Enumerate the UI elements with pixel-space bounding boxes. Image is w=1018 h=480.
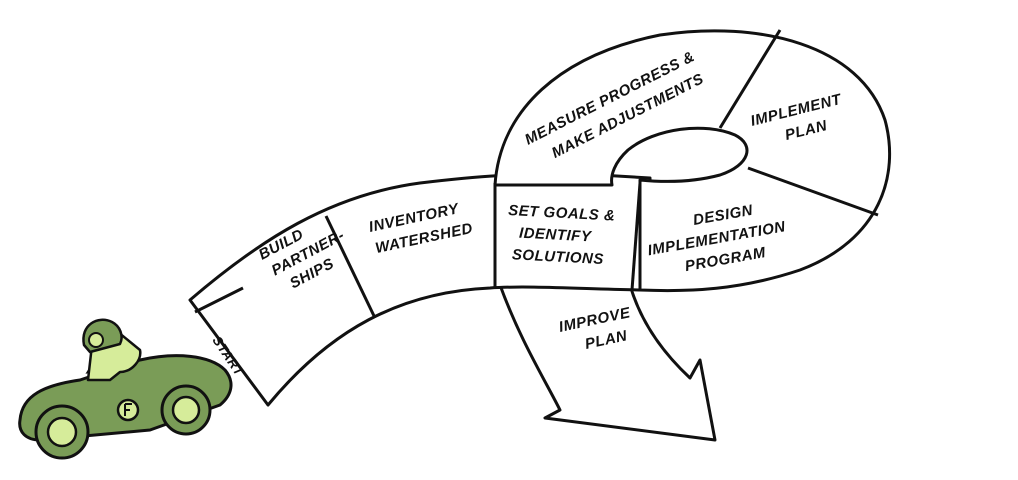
- loop-ring: [493, 29, 892, 293]
- driver-icon: [82, 318, 142, 382]
- divider-design-implement: [747, 166, 879, 217]
- road-band: [188, 172, 652, 407]
- car-front-wheel: [160, 384, 212, 436]
- step-design-program-label: DESIGN IMPLEMENTATION PROGRAM: [643, 196, 796, 281]
- divider-goals-design: [630, 182, 642, 291]
- divider-build-inventory: [324, 215, 377, 319]
- improve-plan-arrow: [498, 283, 717, 442]
- car-rear-wheel: [34, 404, 90, 460]
- race-car-icon: [18, 318, 233, 460]
- step-set-goals-label: SET GOALS & IDENTIFY SOLUTIONS: [505, 202, 620, 269]
- divider-implement-measure: [718, 29, 782, 129]
- divider-start-build: [194, 286, 244, 314]
